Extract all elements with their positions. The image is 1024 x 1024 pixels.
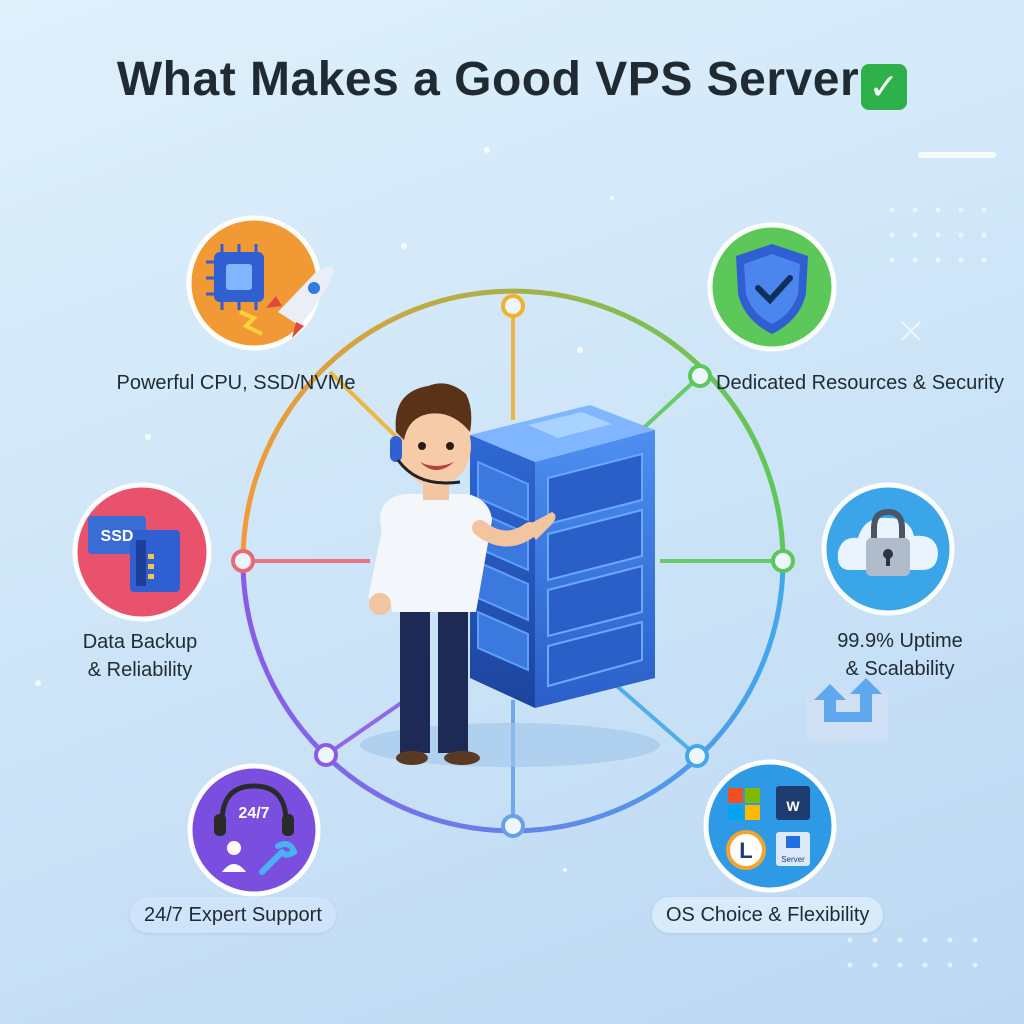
feature-label-cpu: Powerful CPU, SSD/NVMe (86, 369, 386, 397)
ring-node (501, 294, 525, 318)
feature-label-support: 24/7 Expert Support (130, 897, 336, 933)
decor-cross (901, 321, 921, 341)
feature-label-os: OS Choice & Flexibility (652, 897, 884, 933)
page-title-text: What Makes a Good VPS Server (116, 53, 860, 106)
windows-logo-icon (728, 788, 760, 820)
cloud-lock-icon (821, 482, 955, 616)
feature-label-os-text: OS Choice & Flexibility (666, 904, 870, 926)
headset-support-icon (187, 763, 321, 897)
ring-node (771, 549, 795, 573)
feature-label-backup-line1: Data Backup (82, 631, 198, 653)
server-tile-text: Server (781, 855, 805, 864)
page-title: What Makes a Good VPS Server✓ (0, 52, 1024, 110)
server-rack-icon (470, 405, 655, 708)
linux-badge-letter: L (739, 838, 752, 863)
ring-node (685, 744, 709, 768)
ssd-icon (72, 482, 212, 622)
feature-label-cpu-text: Powerful CPU, SSD/NVMe (116, 372, 356, 394)
decor-grid (847, 207, 987, 968)
ring-node (314, 743, 338, 767)
feature-label-support-text: 24/7 Expert Support (144, 904, 322, 926)
os-logos-icon (703, 759, 837, 893)
checkmark-icon: ✓ (861, 64, 908, 110)
app-tile-letter: W (786, 798, 800, 814)
feature-label-security: Dedicated Resources & Security (700, 369, 1020, 397)
ssd-chip-text: SSD (101, 528, 134, 545)
scale-arrows-icon (806, 678, 888, 742)
support-person-illustration (368, 383, 556, 765)
cpu-rocket-icon (186, 215, 334, 351)
app-tile-icon (776, 786, 810, 820)
decor-dots (35, 147, 707, 932)
linux-badge-icon (726, 830, 766, 870)
ring-node (231, 549, 255, 573)
feature-label-backup-line2: & Reliability (87, 659, 193, 681)
shield-check-icon (707, 222, 837, 352)
floor-shadow (360, 723, 660, 767)
server-tile-icon (776, 832, 810, 866)
decor-bar (918, 152, 996, 158)
feature-label-backup: Data Backup & Reliability (50, 628, 230, 684)
feature-label-uptime: 99.9% Uptime & Scalability (810, 627, 990, 683)
feature-label-uptime-line2: & Scalability (845, 658, 955, 680)
ring-node (688, 364, 712, 388)
feature-label-uptime-line1: 99.9% Uptime (837, 630, 963, 652)
feature-label-security-text: Dedicated Resources & Security (716, 372, 1004, 394)
ring-nodes (231, 294, 795, 838)
ring-node (501, 814, 525, 838)
support-badge-text: 24/7 (238, 805, 269, 822)
